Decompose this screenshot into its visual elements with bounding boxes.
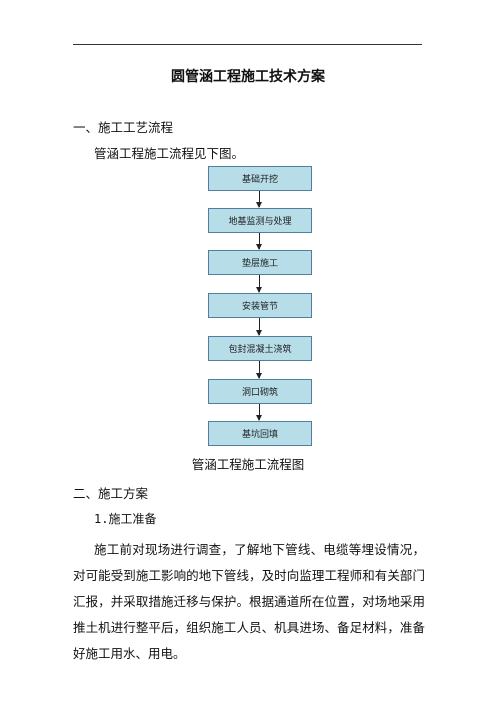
flow-arrow	[256, 191, 262, 208]
flowchart-caption: 管涵工程施工流程图	[191, 457, 305, 472]
paragraph-text: 施工前对现场进行调查，了解地下管线、电缆等埋设情况，对可能受到施工影响的地下管线…	[73, 542, 425, 661]
flow-arrow	[256, 233, 262, 250]
flow-step-backfill: 基坑回填	[208, 421, 312, 446]
flow-arrow	[256, 318, 262, 336]
section2-heading: 二、施工方案	[73, 486, 149, 501]
flow-step-portal-masonry: 洞口砌筑	[208, 379, 312, 404]
flow-step-cushion: 垫层施工	[208, 250, 312, 275]
paragraph-preparation: 施工前对现场进行调查，了解地下管线、电缆等埋设情况，对可能受到施工影响的地下管线…	[73, 537, 425, 667]
flow-arrow	[256, 404, 262, 421]
flowchart: 基础开挖 地基监测与处理 垫层施工 安装管节 包封混凝土浇筑 洞口砌筑 基坑回填	[208, 166, 312, 446]
document-title: 圆管涵工程施工技术方案	[171, 69, 325, 85]
flow-step-pipe-install: 安装管节	[208, 293, 312, 318]
flow-step-concrete-casing: 包封混凝土浇筑	[208, 336, 312, 361]
section1-heading: 一、施工工艺流程	[73, 120, 174, 135]
subsection1-heading: 1.施工准备	[94, 512, 157, 526]
flow-step-foundation-monitoring: 地基监测与处理	[208, 208, 312, 233]
flow-arrow	[256, 275, 262, 293]
section1-intro: 管涵工程施工流程见下图。	[94, 146, 245, 161]
header-rule	[73, 44, 422, 45]
flow-arrow	[256, 361, 262, 379]
flow-step-excavation: 基础开挖	[208, 166, 312, 191]
